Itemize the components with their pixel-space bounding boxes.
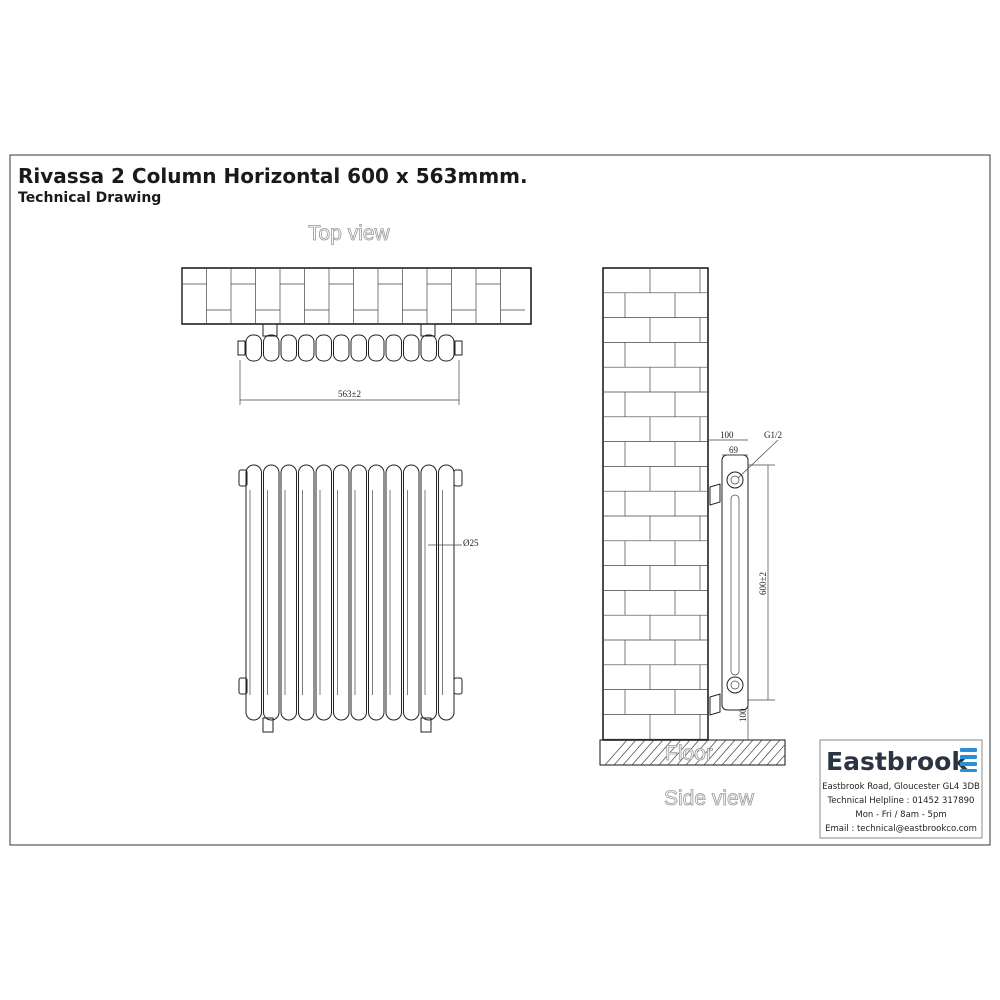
top-tube — [350, 334, 367, 362]
connector — [238, 469, 248, 487]
side-view-wall — [602, 267, 709, 741]
floor-label: Floor — [665, 742, 713, 765]
top-tube — [385, 334, 402, 362]
radiator-tube — [280, 464, 297, 721]
thread-dimension: G1/2 — [764, 430, 782, 440]
top-tube — [263, 334, 280, 362]
radiator-profile — [721, 454, 749, 711]
waves-logo-icon — [960, 748, 977, 772]
top-tube — [245, 334, 262, 362]
floor-clearance-dimension: 100 — [738, 708, 748, 722]
depth-dimension: 69 — [729, 445, 739, 455]
radiator-tube — [263, 464, 280, 721]
radiator-tube — [385, 464, 402, 721]
hours: Mon - Fri / 8am - 5pm — [855, 810, 946, 820]
top-tube — [333, 334, 350, 362]
tube-diameter-dimension: Ø25 — [463, 538, 479, 548]
drawing-subtitle: Technical Drawing — [18, 190, 161, 206]
top-tube — [280, 334, 297, 362]
pipe-centres-dimension: 600±2 — [758, 572, 768, 595]
top-tube — [298, 334, 315, 362]
wall-bracket — [262, 323, 278, 337]
top-tube — [403, 334, 420, 362]
wall-bracket — [420, 323, 436, 337]
radiator-tube — [245, 464, 262, 721]
foot-bracket — [420, 717, 432, 733]
address: Eastbrook Road, Gloucester GL4 3DB — [822, 782, 980, 792]
radiator-tube — [403, 464, 420, 721]
top-tube — [438, 334, 455, 362]
company-info-box: Eastbrook Eastbrook Road, Gloucester GL4… — [819, 739, 983, 839]
top-tube — [368, 334, 385, 362]
front-view: Ø25 — [238, 464, 479, 733]
connector — [453, 469, 463, 487]
radiator-tube — [420, 464, 437, 721]
floor — [599, 739, 786, 766]
radiator-tube — [333, 464, 350, 721]
email: Email : technical@eastbrookco.com — [825, 824, 977, 834]
radiator-tube — [368, 464, 385, 721]
connector — [238, 677, 248, 695]
side-view: Floor 100 69 G1/2 600±2 100 — [599, 267, 786, 766]
top-view-wall — [181, 267, 532, 325]
drawing-title: Rivassa 2 Column Horizontal 600 x 563mmm… — [18, 164, 528, 188]
top-tube — [315, 334, 332, 362]
foot-bracket — [262, 717, 274, 733]
connector — [453, 677, 463, 695]
end-cap — [237, 340, 246, 356]
radiator-tube — [350, 464, 367, 721]
wall-distance-dimension: 100 — [720, 430, 734, 440]
radiator-tube — [438, 464, 455, 721]
end-cap — [454, 340, 463, 356]
top-view: 563±2 — [181, 267, 532, 405]
brand-logo: Eastbrook — [826, 747, 969, 776]
side-view-label: Side view — [664, 787, 755, 810]
helpline: Technical Helpline : 01452 317890 — [827, 796, 975, 806]
radiator-tube — [298, 464, 315, 721]
drawing-frame — [9, 154, 991, 846]
radiator-tube — [315, 464, 332, 721]
top-view-label: Top view — [308, 222, 391, 245]
width-dimension: 563±2 — [338, 389, 361, 399]
top-tube — [420, 334, 437, 362]
